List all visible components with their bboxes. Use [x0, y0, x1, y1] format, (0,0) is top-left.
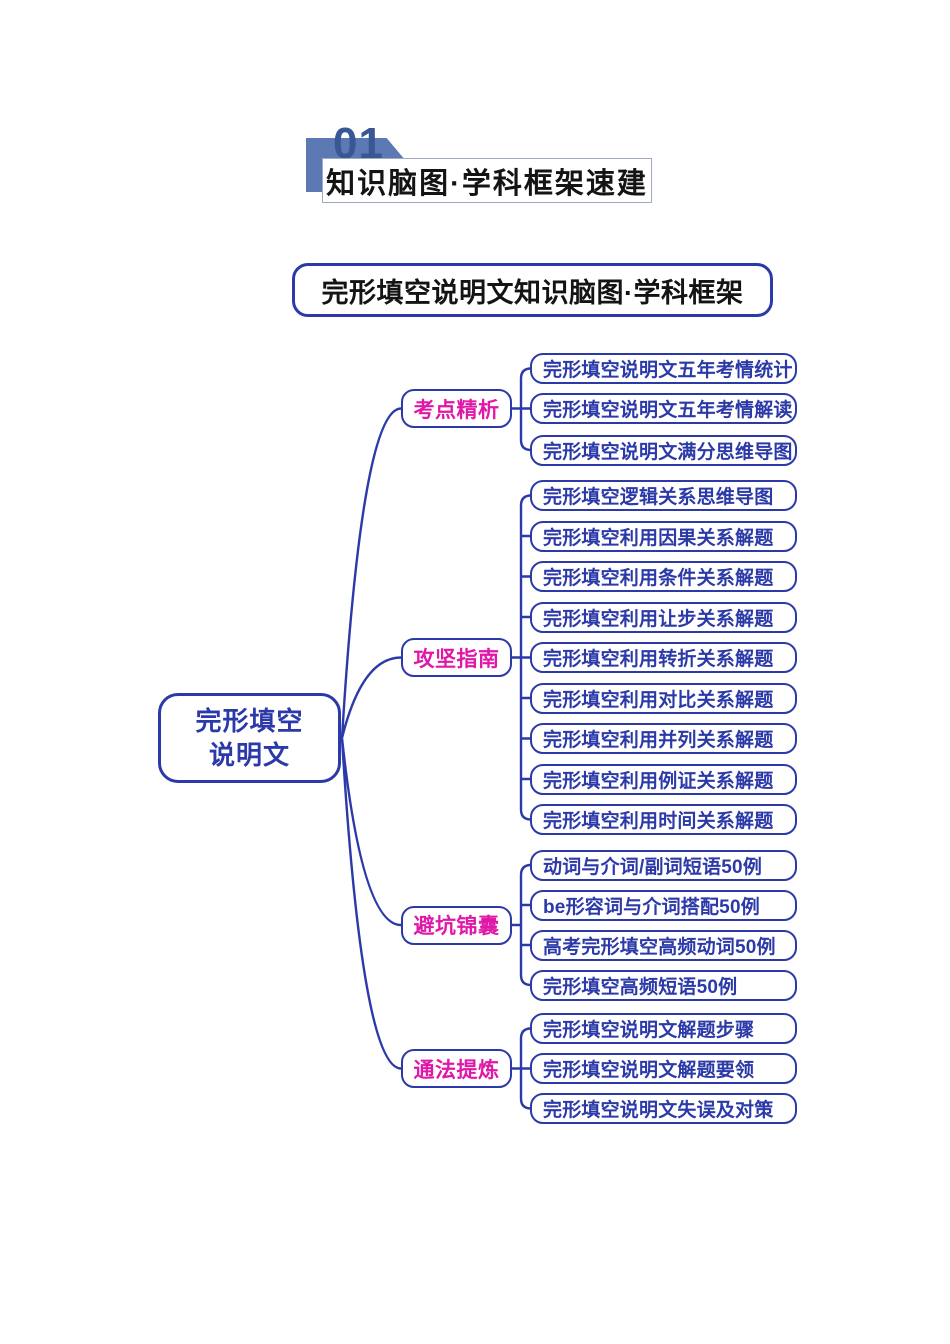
leaf-node-2-0: 动词与介词/副词短语50例	[530, 849, 797, 881]
section-title-box: 知识脑图·学科框架速建	[322, 158, 652, 203]
branch-node-1: 攻坚指南	[401, 638, 512, 677]
branch-node-3: 通法提炼	[401, 1049, 512, 1088]
root-node-line2: 说明文	[208, 740, 290, 770]
leaf-node-2-3: 完形填空高频短语50例	[530, 969, 797, 1001]
mindmap-title-box: 完形填空说明文知识脑图·学科框架	[292, 263, 773, 317]
leaf-node-0-0: 完形填空说明文五年考情统计	[530, 353, 797, 384]
branch-node-2: 避坑锦囊	[401, 905, 512, 945]
leaf-node-1-0: 完形填空逻辑关系思维导图	[530, 480, 797, 511]
leaf-node-2-2: 高考完形填空高频动词50例	[530, 929, 797, 961]
leaf-node-3-0: 完形填空说明文解题步骤	[530, 1013, 797, 1044]
leaf-node-2-1: be形容词与介词搭配50例	[530, 889, 797, 921]
leaf-node-1-3: 完形填空利用让步关系解题	[530, 601, 797, 633]
leaf-node-1-6: 完形填空利用并列关系解题	[530, 723, 797, 754]
leaf-node-1-4: 完形填空利用转折关系解题	[530, 642, 797, 673]
leaf-node-3-2: 完形填空说明文失误及对策	[530, 1093, 797, 1124]
leaf-node-1-2: 完形填空利用条件关系解题	[530, 561, 797, 592]
leaf-node-3-1: 完形填空说明文解题要领	[530, 1053, 797, 1084]
leaf-node-1-1: 完形填空利用因果关系解题	[530, 520, 797, 552]
leaf-node-0-2: 完形填空说明文满分思维导图	[530, 434, 797, 466]
root-node: 完形填空 说明文	[158, 693, 341, 783]
leaf-node-0-1: 完形填空说明文五年考情解读	[530, 393, 797, 424]
section-title: 知识脑图·学科框架速建	[326, 167, 648, 200]
root-node-line1: 完形填空	[195, 706, 304, 736]
branch-node-0: 考点精析	[401, 389, 512, 428]
mindmap-title: 完形填空说明文知识脑图·学科框架	[321, 277, 744, 308]
leaf-node-1-8: 完形填空利用时间关系解题	[530, 804, 797, 835]
leaf-node-1-7: 完形填空利用例证关系解题	[530, 763, 797, 795]
leaf-node-1-5: 完形填空利用对比关系解题	[530, 682, 797, 714]
